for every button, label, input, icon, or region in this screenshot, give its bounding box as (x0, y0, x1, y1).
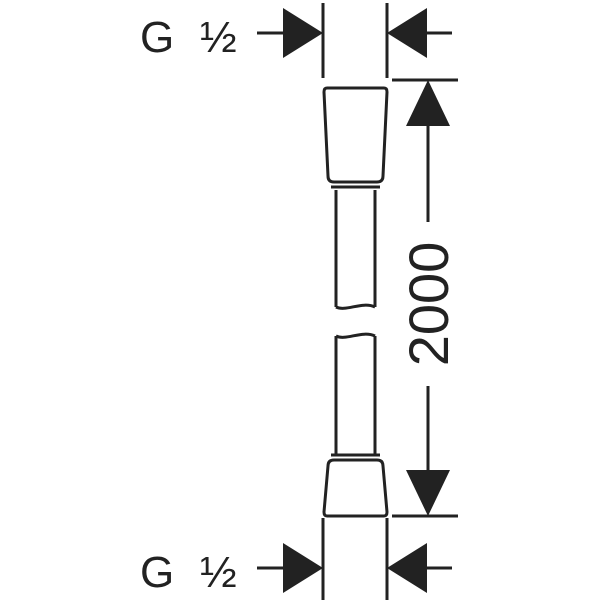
hose-break-top (335, 303, 376, 310)
bottom-thread-size: ½ (200, 548, 237, 597)
length-bottom-arrowhead (406, 470, 450, 516)
top-thread-dimension: G ½ (140, 3, 452, 78)
bottom-thread-dimension: G ½ (140, 518, 452, 600)
bottom-nut (322, 458, 389, 518)
top-thread-size: ½ (200, 13, 237, 62)
length-dimension-value: 2000 (397, 242, 460, 367)
top-thread-letter: G (140, 13, 174, 62)
bottom-thread-letter: G (140, 548, 174, 597)
bottom-right-arrowhead (387, 543, 427, 593)
bottom-left-arrowhead (283, 543, 323, 593)
hose-break-bottom (335, 332, 376, 339)
top-right-arrowhead (387, 8, 427, 58)
top-nut (322, 86, 389, 184)
length-top-arrowhead (406, 80, 450, 126)
length-dimension: 2000 (392, 78, 460, 518)
top-left-arrowhead (283, 8, 323, 58)
shower-hose (322, 86, 389, 518)
